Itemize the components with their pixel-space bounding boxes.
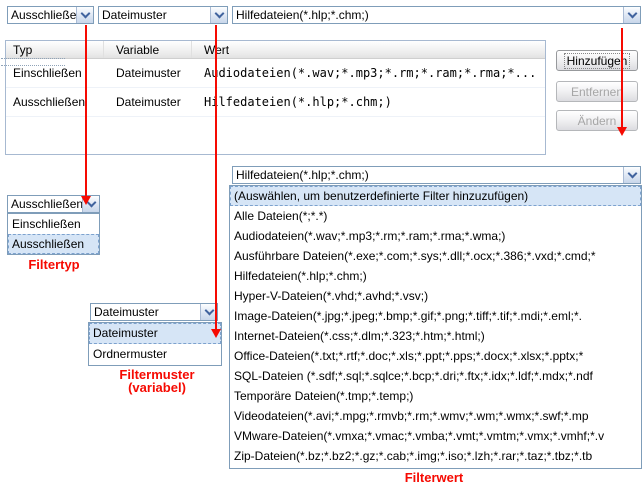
filtertyp-combobox[interactable]: Ausschließen xyxy=(7,195,100,213)
filtertyp-option[interactable]: Einschließen xyxy=(8,214,99,234)
annotation-arrowhead-icon xyxy=(211,329,221,338)
filterwert-option[interactable]: Zip-Dateien(*.bz;*.bz2;*.gz;*.cab;*.img;… xyxy=(230,446,641,466)
change-button-label: Ändern xyxy=(577,113,617,128)
filterwert-combobox[interactable]: Hilfedateien(*.hlp;*.chm;) xyxy=(232,166,641,184)
annotation-arrowhead-icon xyxy=(81,196,91,205)
filterpattern-combobox-top[interactable]: Dateimuster xyxy=(98,6,228,24)
chevron-down-icon[interactable] xyxy=(623,7,640,23)
filtermuster-annotation-label: Filtermuster (variabel) xyxy=(98,368,216,394)
filtervalue-combobox-value: Hilfedateien(*.hlp;*.chm;) xyxy=(236,8,369,22)
table-cell-variable: Dateimuster xyxy=(116,66,181,80)
filterpattern-combobox-value: Dateimuster xyxy=(102,8,167,22)
filterwert-combobox-value: Hilfedateien(*.hlp;*.chm;) xyxy=(236,168,369,182)
chevron-glyph xyxy=(204,305,214,316)
filtermuster-combobox-value: Dateimuster xyxy=(94,305,159,319)
filtertype-combobox-value: Ausschließen xyxy=(11,8,76,22)
chevron-glyph xyxy=(627,168,637,179)
filtermuster-option[interactable]: Ordnermuster xyxy=(89,344,221,365)
table-cell-wert: Audiodateien(*.wav;*.mp3;*.rm;*.ram;*.rm… xyxy=(204,66,537,80)
filter-table: Typ Variable Wert Einschließen Dateimust… xyxy=(5,40,546,155)
filterwert-option[interactable]: Hyper-V-Dateien(*.vhd;*.avhd;*.vsv;) xyxy=(230,286,641,306)
chevron-down-icon[interactable] xyxy=(76,7,93,23)
table-cell-typ: Ausschließen xyxy=(13,95,86,109)
add-button[interactable]: Hinzufügen xyxy=(556,50,638,71)
filterwert-annotation-label: Filterwert xyxy=(404,470,464,485)
filtertyp-droplist: Einschließen Ausschließen xyxy=(7,213,100,255)
filtervalue-combobox-top[interactable]: Hilfedateien(*.hlp;*.chm;) xyxy=(232,6,641,24)
filterwert-option[interactable]: VMware-Dateien(*.vmxa;*.vmac;*.vmba;*.vm… xyxy=(230,426,641,446)
table-header: Typ Variable Wert xyxy=(6,41,545,59)
filtertype-combobox-top[interactable]: Ausschließen xyxy=(7,6,94,24)
add-button-label: Hinzufügen xyxy=(563,52,631,69)
chevron-glyph xyxy=(627,8,637,19)
table-cell-wert: Hilfedateien(*.hlp;*.chm;) xyxy=(204,95,392,109)
annotation-arrowhead-icon xyxy=(617,127,627,136)
filtermuster-option-selected[interactable]: Dateimuster xyxy=(89,323,221,344)
change-button[interactable]: Ändern xyxy=(556,110,638,131)
table-cell-variable: Dateimuster xyxy=(116,95,181,109)
filterwert-option[interactable]: Audiodateien(*.wav;*.mp3;*.rm;*.ram;*.rm… xyxy=(230,226,641,246)
chevron-glyph xyxy=(214,8,224,19)
filterwert-option[interactable]: Office-Dateien(*.txt;*.rtf;*.doc;*.xls;*… xyxy=(230,346,641,366)
chevron-glyph xyxy=(80,8,90,19)
table-row[interactable]: Einschließen Dateimuster Audiodateien(*.… xyxy=(6,59,545,88)
filtermuster-annotation-line2: (variabel) xyxy=(128,380,186,395)
chevron-down-icon[interactable] xyxy=(210,7,227,23)
remove-button[interactable]: Entfernen xyxy=(556,81,638,102)
filterwert-option-selected[interactable]: (Auswählen, um benutzerdefinierte Filter… xyxy=(230,186,641,206)
filterwert-option[interactable]: Internet-Dateien(*.css;*.dlm;*.323;*.htm… xyxy=(230,326,641,346)
column-header-wert[interactable]: Wert xyxy=(192,41,545,58)
filtertyp-annotation-label: Filtertyp xyxy=(28,257,80,272)
annotation-arrow-line-filtertyp xyxy=(85,25,87,197)
filtertyp-combobox-value: Ausschließen xyxy=(11,197,82,211)
filtermuster-annotation-line1: Filtermuster xyxy=(119,367,195,382)
filterwert-option[interactable]: Hilfedateien(*.hlp;*.chm;) xyxy=(230,266,641,286)
table-cell-typ: Einschließen xyxy=(13,66,82,80)
filterwert-option[interactable]: Alle Dateien(*;*.*) xyxy=(230,206,641,226)
annotation-arrow-line-filtermuster xyxy=(215,25,217,330)
filterwert-droplist: (Auswählen, um benutzerdefinierte Filter… xyxy=(229,185,642,469)
table-row[interactable]: Ausschließen Dateimuster Hilfedateien(*.… xyxy=(6,88,545,117)
annotation-arrow-line-filterwert xyxy=(621,28,623,128)
filtertyp-option-selected[interactable]: Ausschließen xyxy=(8,234,99,254)
filtermuster-combobox[interactable]: Dateimuster xyxy=(90,303,218,321)
filterwert-option[interactable]: Videodateien(*.avi;*.mpg;*.rmvb;*.rm;*.w… xyxy=(230,406,641,426)
filtermuster-droplist: Dateimuster Ordnermuster xyxy=(88,322,222,366)
filterwert-option[interactable]: Image-Dateien(*.jpg;*.jpeg;*.bmp;*.gif;*… xyxy=(230,306,641,326)
focus-rect-artifact xyxy=(1,58,65,66)
column-header-variable[interactable]: Variable xyxy=(104,41,192,58)
chevron-down-icon[interactable] xyxy=(623,167,640,183)
remove-button-label: Entfernen xyxy=(570,84,624,99)
column-header-typ[interactable]: Typ xyxy=(6,41,104,58)
filterwert-option[interactable]: SQL-Dateien (*.sdf;*.sql;*.sqlce;*.bcp;*… xyxy=(230,366,641,386)
chevron-down-icon[interactable] xyxy=(200,304,217,320)
filterwert-option[interactable]: Ausführbare Dateien(*.exe;*.com;*.sys;*.… xyxy=(230,246,641,266)
filterwert-option[interactable]: Temporäre Dateien(*.tmp;*.temp;) xyxy=(230,386,641,406)
